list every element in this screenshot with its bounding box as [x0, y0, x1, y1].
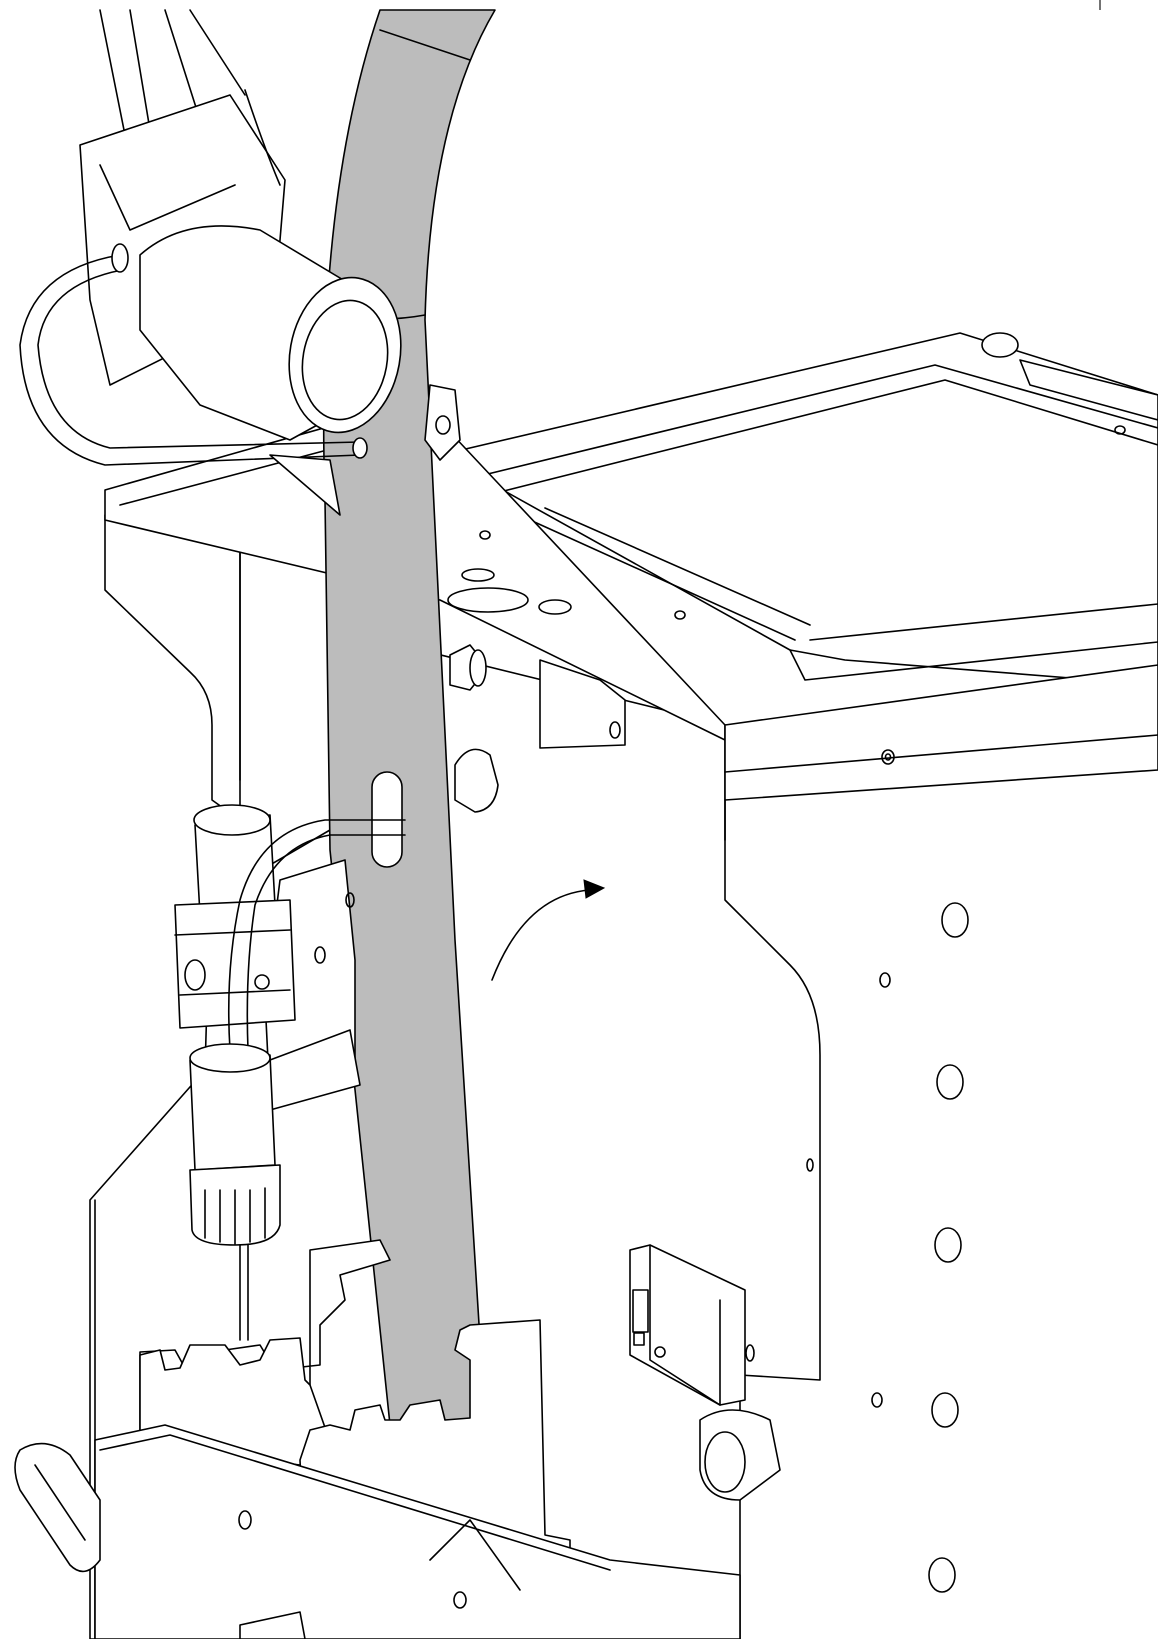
- fitting-nose: [469, 649, 487, 687]
- mounting-lug: [424, 384, 461, 461]
- hose-hanger-bracket: [94, 1239, 741, 1639]
- plate-hole-1: [461, 568, 495, 582]
- panel-hole-4: [931, 1392, 959, 1428]
- cable-line-2: [129, 9, 151, 131]
- indicator-square: [633, 1332, 645, 1346]
- torch-assembly: [19, 9, 461, 516]
- tube-outer: [227, 819, 406, 1051]
- tube-inner: [246, 834, 406, 1051]
- bottom-clip: [239, 1611, 306, 1639]
- clamp-line-1: [174, 929, 291, 936]
- screw-flange: [881, 749, 895, 765]
- right-knob-face: [704, 1431, 746, 1493]
- tray-screw-1: [1114, 425, 1126, 435]
- tray-lip-inner: [809, 603, 1158, 641]
- panel-hole-5: [928, 1557, 956, 1593]
- tray-lip-front: [789, 641, 1158, 681]
- switch-housing-edge: [649, 1244, 721, 1406]
- holder-collar: [244, 89, 281, 186]
- tray-screw-3: [479, 530, 491, 540]
- rotation-arrow: [491, 879, 606, 981]
- regulator-assembly: [174, 804, 406, 1341]
- regulator-stem: [239, 1244, 249, 1341]
- tray-rim-inner: [467, 379, 1158, 501]
- lug-hole: [435, 415, 451, 435]
- knob-ribs: [204, 1187, 266, 1245]
- indicator-light: [654, 1346, 666, 1358]
- clamp-port: [184, 959, 206, 991]
- plate-hole-large: [447, 587, 529, 613]
- flange-crease: [724, 734, 1158, 773]
- bottom-tray-hole-2: [453, 1591, 467, 1609]
- tray-rim-outer: [454, 364, 1158, 483]
- bottom-tray-gusset: [429, 1519, 521, 1591]
- tray-side-rail: [529, 519, 796, 641]
- rotation-arrow-curve: [491, 889, 591, 981]
- holder-bracket-edge: [99, 164, 236, 231]
- tray-corner-knob: [981, 332, 1019, 358]
- bracket-screw: [609, 721, 621, 739]
- right-upper-flange: [724, 664, 1158, 801]
- tray-side-rail-inner: [544, 507, 811, 626]
- rotation-arrow-head: [583, 879, 606, 899]
- small-hole-1: [806, 1158, 814, 1172]
- panel-hole-1: [941, 902, 969, 938]
- small-hole-2: [745, 1344, 755, 1362]
- hanger-wedge: [269, 454, 341, 516]
- wire-loop-outer: [19, 254, 361, 466]
- cylinder-end-ring: [301, 299, 389, 421]
- hose-band-line: [379, 29, 471, 61]
- screw-flange-center: [884, 753, 892, 761]
- regulator-top-cap: [193, 804, 271, 836]
- screw-panel-1: [879, 972, 891, 988]
- lower-body-top: [189, 1043, 271, 1073]
- bottom-tray: [94, 1424, 741, 1639]
- rocker-switch: [632, 1289, 649, 1333]
- clamp-line-2: [179, 989, 291, 996]
- wire-loop-end-top: [111, 243, 129, 273]
- cable-line-4: [189, 9, 246, 96]
- clamp-screw: [254, 974, 270, 990]
- side-handle-edge: [34, 1464, 86, 1541]
- tray-screw-2: [674, 610, 686, 620]
- panel-hole-3: [934, 1227, 962, 1263]
- right-knob: [699, 1409, 781, 1501]
- cable-line-3: [164, 9, 201, 121]
- wire-loop-end-bottom: [352, 437, 368, 459]
- bracket-hole-2: [345, 892, 355, 908]
- side-handle-left: [14, 1442, 101, 1573]
- side-handle-grip: [14, 1442, 101, 1573]
- tray-handle-bar: [1019, 359, 1158, 421]
- bracket-hole-1: [314, 946, 326, 964]
- cable-line-1: [99, 9, 126, 136]
- wire-loop-inner: [37, 269, 361, 449]
- panel-hole-2: [936, 1064, 964, 1100]
- bottom-tray-rim: [99, 1434, 611, 1571]
- cylinder-end-cap: [288, 276, 402, 434]
- switch-box: [629, 1244, 746, 1406]
- bottom-tray-hole-1: [238, 1510, 252, 1530]
- regulator-clamp-block: [174, 899, 296, 1029]
- screw-panel-2: [871, 1392, 883, 1408]
- under-plate-bracket: [539, 659, 626, 749]
- plate-hole-2: [538, 599, 572, 615]
- wing-nut-fitting: [454, 748, 499, 813]
